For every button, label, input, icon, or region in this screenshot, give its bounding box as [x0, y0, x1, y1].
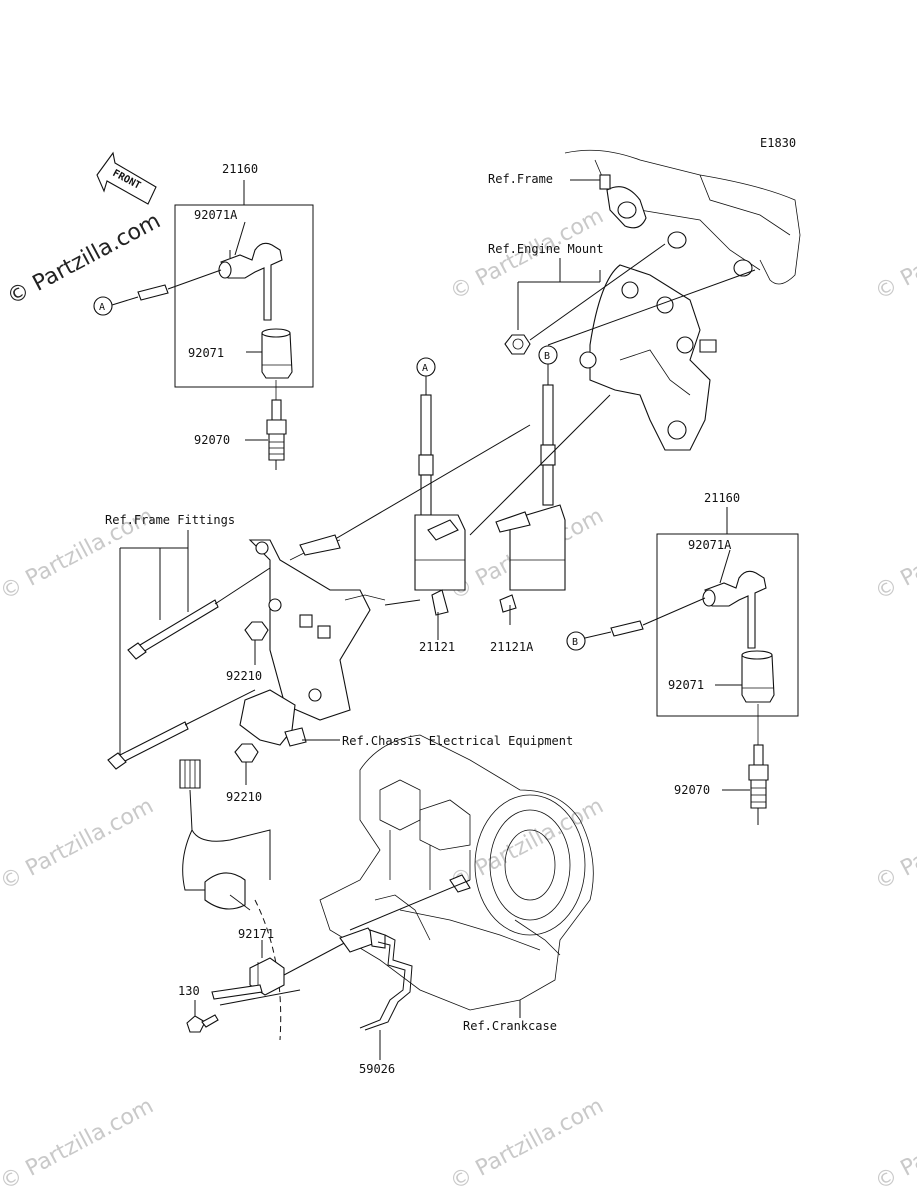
label-92070-right: 92070	[674, 783, 710, 797]
bolt-130	[186, 1000, 219, 1033]
right-assembly	[610, 507, 799, 717]
ref-frame: Ref.Frame	[488, 172, 553, 186]
crankcase-drawing	[319, 734, 594, 1011]
spark-plug-right	[722, 704, 769, 825]
label-21160-left: 21160	[222, 162, 258, 176]
front-arrow-icon: FRONT	[96, 151, 157, 205]
callout-a-left: A	[93, 296, 139, 316]
watermark: © Partzilla.com	[0, 1094, 158, 1196]
bolt-lower	[107, 721, 189, 770]
watermark: © Partzilla.com	[446, 1094, 608, 1196]
nut-92210-upper	[244, 621, 269, 665]
label-130: 130	[178, 984, 200, 998]
ref-frame-fittings: Ref.Frame Fittings	[105, 513, 235, 527]
ref-chassis-electrical: Ref.Chassis Electrical Equipment	[342, 734, 573, 748]
label-92210-upper: 92210	[226, 669, 262, 683]
ref-engine-mount: Ref.Engine Mount	[488, 242, 604, 256]
label-92171: 92171	[238, 927, 274, 941]
diagram-code: E1830	[760, 136, 796, 150]
callout-b-right: B	[566, 631, 612, 651]
label-21160-right: 21160	[704, 491, 740, 505]
engine-mount-leader	[517, 258, 601, 330]
pickup-coil	[211, 939, 351, 1006]
watermark: © Partzilla.com	[871, 1094, 917, 1196]
nut-92210-lower	[234, 743, 259, 785]
label-92071-left: 92071	[188, 346, 224, 360]
frame-drawing	[504, 149, 801, 451]
left-assembly	[137, 180, 314, 388]
wire-59026	[339, 927, 413, 1060]
label-92071a-right: 92071A	[688, 538, 732, 552]
label-92071a-left: 92071A	[194, 208, 238, 222]
svg-text:A: A	[422, 363, 428, 374]
label-21121a: 21121A	[490, 640, 534, 654]
svg-text:B: B	[572, 637, 578, 648]
label-21121: 21121	[419, 640, 455, 654]
coil-21121: A	[414, 357, 466, 616]
coil-bracket	[248, 534, 386, 721]
pickup-wire	[179, 759, 282, 1041]
svg-text:B: B	[544, 351, 550, 362]
watermark: © Partzilla.com	[871, 504, 917, 606]
ref-crankcase: Ref.Crankcase	[463, 1019, 557, 1033]
svg-text:A: A	[99, 302, 105, 313]
watermarks: © Partzilla.com © Partzilla.com © Partzi…	[0, 204, 917, 1196]
label-92070-left: 92070	[194, 433, 230, 447]
watermark: © Partzilla.com	[871, 794, 917, 896]
chassis-clip	[239, 689, 340, 747]
label-92210-lower: 92210	[226, 790, 262, 804]
label-92071-right: 92071	[668, 678, 704, 692]
watermark: © Partzilla.com	[0, 794, 158, 896]
bolt-upper	[127, 599, 219, 660]
label-59026: 59026	[359, 1062, 395, 1076]
coil-21121a: B	[495, 345, 566, 613]
spark-plug-left	[245, 380, 287, 470]
watermark: © Partzilla.com	[871, 204, 917, 306]
